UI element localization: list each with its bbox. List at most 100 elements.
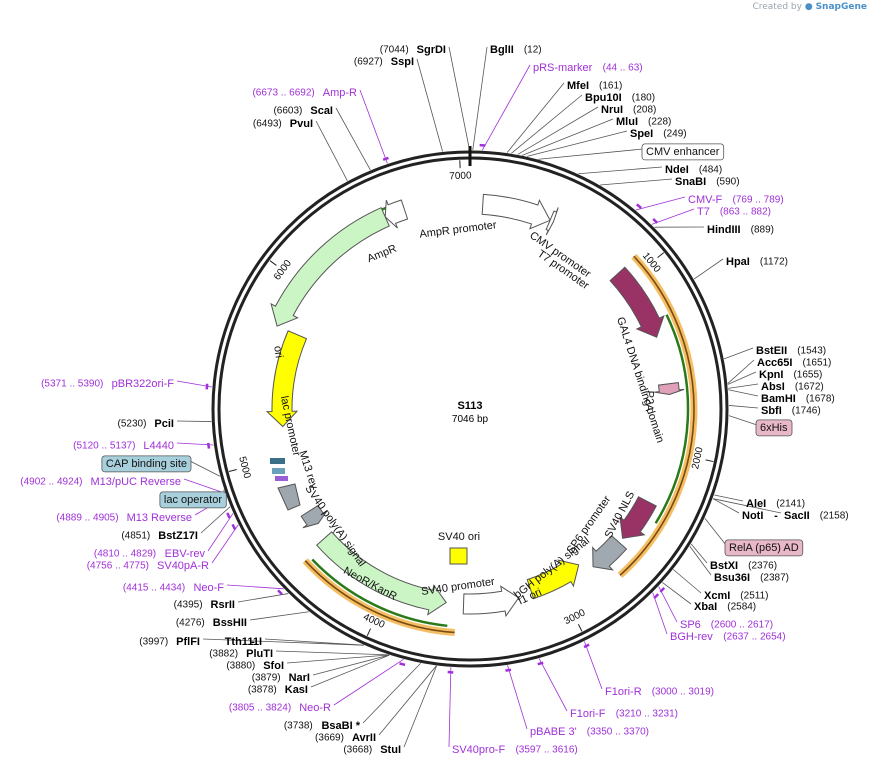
primer-neo-f: Neo-F(4415 .. 4434) — [123, 582, 224, 594]
feature-label-p2a: P2A — [643, 390, 656, 412]
site-position: (2637 .. 2654) — [723, 632, 785, 643]
leader-neo-r — [333, 658, 404, 706]
site-name: BstXI — [710, 560, 738, 572]
site-position: (6927) — [354, 57, 383, 68]
site-position: (2584) — [727, 602, 756, 613]
site-name: pBR322ori-F — [112, 378, 175, 390]
primer-mark-pbabe-3 — [505, 668, 512, 672]
primer-mark-neo-r — [399, 662, 406, 667]
site-name: pBABE 3' — [530, 726, 577, 738]
m13-rev-mark — [275, 476, 288, 481]
site-sgrdi: SgrDI(7044) — [380, 44, 446, 56]
site-name: NruI — [601, 104, 623, 116]
site-name: Neo-F — [193, 582, 224, 594]
site-snabi: SnaBI(590) — [675, 176, 740, 188]
label-separator: - — [251, 636, 255, 648]
feature-label-ori: ori — [271, 345, 285, 359]
leader-stui — [403, 665, 437, 748]
feature-f1-ori — [526, 559, 580, 600]
translation-arc — [654, 314, 690, 524]
site-alei: AleI(2141) — [746, 498, 805, 510]
site-hpai: HpaI(1172) — [726, 256, 788, 268]
site-hindiii: HindIII(889) — [707, 224, 774, 236]
site-position: (6603) — [273, 106, 302, 117]
feature-bgh-poly-a-signal — [592, 534, 628, 571]
site-position: (5120 .. 5137) — [73, 441, 135, 452]
site-name: BstEII — [756, 345, 787, 357]
leader-rsrii — [237, 593, 289, 603]
site-name: MluI — [616, 116, 638, 128]
leader-sbfi — [728, 405, 759, 409]
sv40-polya-mark — [277, 483, 301, 511]
site-position: (4889 .. 4905) — [56, 513, 118, 524]
primer-mark-ebv-rev — [226, 512, 231, 519]
plasmid-name: S113 — [457, 400, 482, 412]
site-name: L4440 — [143, 440, 174, 452]
site-position: (2600 .. 2617) — [711, 620, 773, 631]
site-position: (1655) — [793, 370, 822, 381]
site-name: PciI — [154, 418, 174, 430]
feature-box-frame — [724, 539, 804, 557]
site-name: BglII — [490, 44, 514, 56]
feature-box-frame — [159, 491, 227, 509]
leader-cmv-f — [635, 196, 686, 211]
site-stui: StuI(3668) — [343, 744, 401, 756]
tick-label: 5000 — [236, 455, 252, 480]
primer-pbr322ori-f: pBR322ori-F(5371 .. 5390) — [41, 378, 174, 390]
tick-mark — [228, 469, 237, 472]
plasmid-size: 7046 bp — [452, 414, 489, 425]
primer-m13-puc-reverse: M13/pUC Reverse(4902 .. 4924) — [20, 476, 181, 488]
site-name: HindIII — [707, 224, 741, 236]
site-name: SspI — [391, 56, 414, 68]
site-pcii: PciI (5230) — [118, 418, 174, 430]
site-name: PflFI — [176, 636, 200, 648]
leader-ebv-rev — [207, 513, 234, 552]
credit-prefix: Created by — [752, 2, 802, 12]
site-pluti: PluTI(3882) — [209, 648, 273, 660]
site-position: (5230) — [118, 419, 147, 430]
primer-bgh-rev: BGH-rev(2637 .. 2654) — [670, 631, 786, 643]
translation-arc — [311, 558, 448, 628]
leader-sv40pro-f — [448, 667, 452, 748]
leader-kasi — [310, 654, 390, 688]
leader-amp-r — [359, 89, 388, 164]
tick-mark — [366, 628, 372, 637]
leader-neo-f — [226, 584, 284, 590]
site-name: RsrII — [211, 599, 235, 611]
leader-bsshii — [249, 611, 309, 621]
site-avrii: AvrII(3669) — [315, 732, 376, 744]
leader-snabi — [600, 178, 673, 186]
primer-cmv-f: CMV-F(769 .. 789) — [688, 194, 784, 206]
site-name: Neo-R — [299, 702, 331, 714]
site-name: SnaBI — [675, 176, 706, 188]
site-nari: NarI(3879) — [252, 672, 310, 684]
site-name: pRS-marker — [533, 62, 593, 74]
feature-box-cmv-enhancer: CMV enhancer — [641, 143, 725, 161]
site-position: (484) — [699, 165, 722, 176]
tick-mark — [577, 624, 583, 632]
primer-m13-reverse: M13 Reverse(4889 .. 4905) — [56, 512, 192, 524]
primer-mark-t7 — [652, 218, 659, 224]
leader-sv40pa-r — [211, 524, 239, 564]
site-position: (6493) — [253, 119, 282, 130]
site-position: (7044) — [380, 45, 409, 56]
primer-f1ori-r: F1ori-R(3000 .. 3019) — [605, 686, 714, 698]
site-position: (2141) — [776, 499, 805, 510]
site-position: (208) — [633, 105, 656, 116]
feature-box-label: 6xHis — [760, 422, 788, 434]
feature-box-6xhis: 6xHis — [755, 419, 793, 437]
leader-f1ori-r — [584, 641, 603, 690]
site-name: XbaI — [694, 601, 717, 613]
site-name: MfeI — [567, 80, 589, 92]
leader-t7 — [651, 208, 695, 225]
primer-t7: T7(863 .. 882) — [697, 206, 771, 218]
site-position: (3668) — [343, 745, 372, 756]
leader-bamhi — [728, 389, 759, 397]
site-position: (1651) — [802, 358, 831, 369]
leader-lines — [176, 46, 782, 748]
site-position: (4851) — [121, 531, 150, 542]
site-name: PvuI — [290, 118, 313, 130]
leader-spei — [526, 130, 628, 157]
site-spei: SpeI(249) — [630, 128, 687, 140]
